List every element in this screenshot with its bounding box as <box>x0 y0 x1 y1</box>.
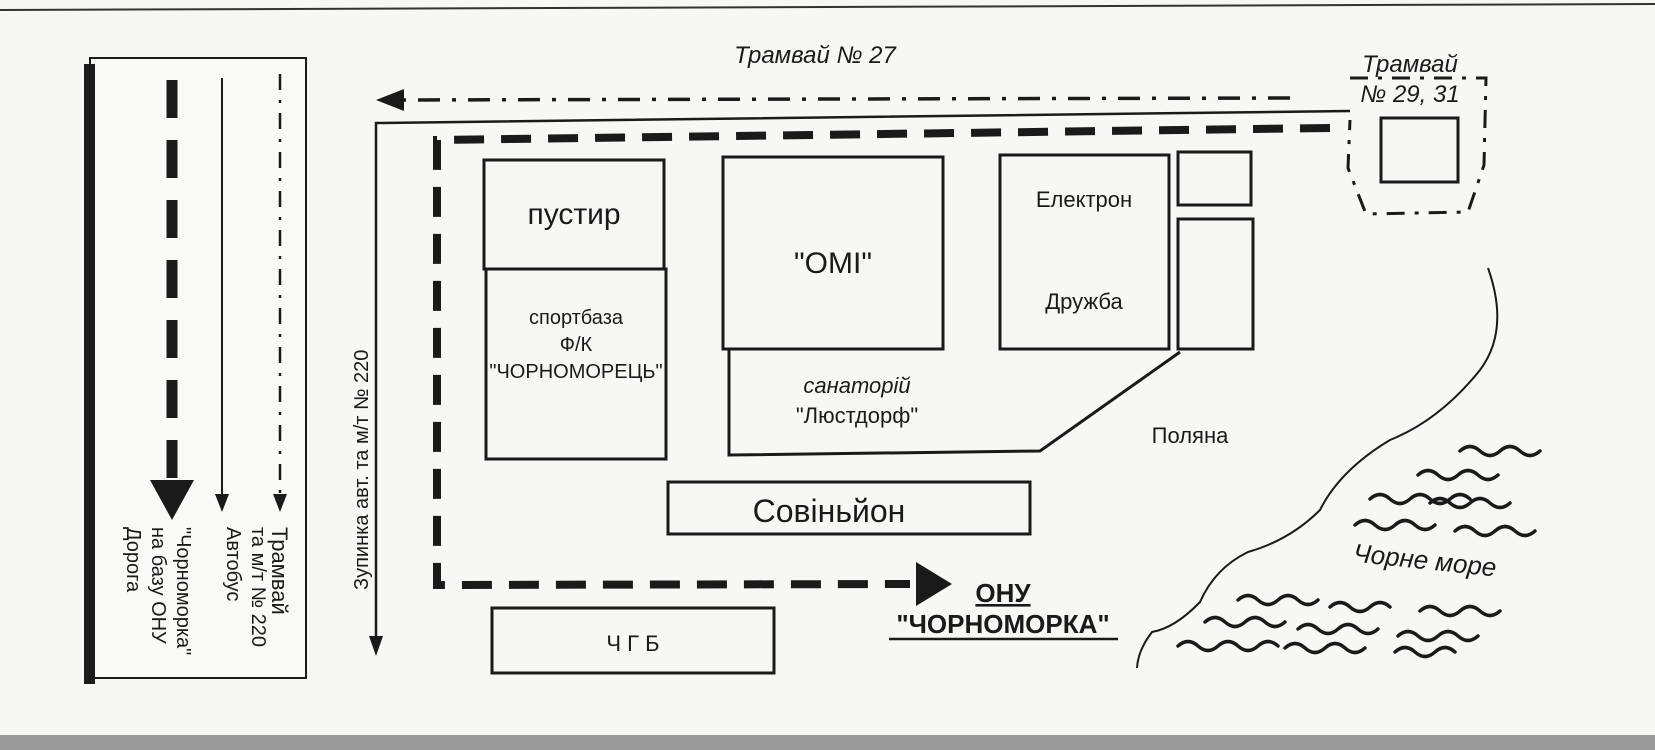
sportbaza-label-1: спортбаза <box>529 307 624 329</box>
tram29-31-loop <box>1346 76 1488 216</box>
elektron-label: Електрон <box>1036 187 1132 212</box>
legend-tram-arrow <box>273 494 287 512</box>
tram29-31-label-1: Трамвай <box>1362 51 1458 78</box>
road-to-base-arrow <box>916 562 952 606</box>
top-edge-line <box>0 3 1655 11</box>
sea-waves <box>1176 444 1542 659</box>
sanatoriy-label-1: санаторій <box>803 373 910 398</box>
legend-frame <box>89 57 307 679</box>
legend-road-arrow <box>150 480 194 520</box>
tram-terminal-box <box>1379 116 1460 184</box>
sanatoriy-label-2: "Люстдорф" <box>796 403 918 428</box>
coastline <box>1136 267 1499 669</box>
chgb-label: Ч Г Б <box>606 631 659 656</box>
legend-road-label-1: Дорога <box>122 527 144 593</box>
legend-tram-label: Трамвай <box>267 527 292 615</box>
elektron-druzhba-rect <box>998 153 1171 351</box>
legend: Дорога на базу ОНУ "Чорноморка" Автобус … <box>84 57 307 684</box>
tram29-31-label-2: № 29, 31 <box>1360 81 1459 108</box>
bus-route-line <box>374 109 1351 640</box>
legend-road-label-2: на базу ОНУ <box>147 527 169 644</box>
chgb-rect <box>490 606 776 675</box>
bus-route-arrow <box>369 636 383 656</box>
tram27-route-line <box>399 96 1291 102</box>
sanatoriy-outline <box>727 349 1181 457</box>
legend-bus-arrow <box>215 494 229 512</box>
sportbaza-label-2: Ф/К <box>560 334 593 356</box>
omi-rect <box>721 155 945 351</box>
sovinyon-label: Совіньйон <box>753 493 906 529</box>
small-building-top <box>1176 150 1253 207</box>
bottom-scan-edge <box>0 735 1655 750</box>
chgb-block: Ч Г Б <box>490 606 776 675</box>
sovinyon-block: Совіньйон <box>666 480 1032 536</box>
druzhba-label: Дружба <box>1045 289 1123 314</box>
destination-label-1: ОНУ <box>975 578 1031 608</box>
legend-bus-label-2: та м/т № 220 <box>247 527 269 647</box>
sportbaza-label-3: "ЧОРНОМОРЕЦЬ" <box>489 361 662 383</box>
legend-bus-label-1: Автобус <box>222 527 244 601</box>
legend-shadow <box>84 64 95 684</box>
bus-stop-label: Зупинка авт. та м/т № 220 <box>351 350 373 590</box>
omi-block: "ОМІ" <box>721 155 945 351</box>
pustyr-label: пустир <box>527 198 620 231</box>
sovinyon-rect <box>666 480 1032 536</box>
pustyr-block: пустир <box>482 158 666 271</box>
omi-label: "ОМІ" <box>794 247 872 280</box>
legend-road-label-3: "Чорноморка" <box>172 527 194 655</box>
sportbaza-rect <box>484 267 668 461</box>
tram27-arrow <box>376 89 404 111</box>
sea-label: Чорне море <box>1352 538 1498 583</box>
destination-label-2: "ЧОРНОМОРКА" <box>896 609 1109 639</box>
polyana-label: Поляна <box>1152 423 1229 448</box>
sanatoriy-block: санаторій "Люстдорф" <box>727 349 1181 457</box>
road-to-base-line <box>433 124 1331 590</box>
elektron-druzhba-block: Електрон Дружба <box>998 153 1171 351</box>
sportbaza-block: спортбаза Ф/К "ЧОРНОМОРЕЦЬ" <box>484 267 668 461</box>
tram27-label: Трамвай № 27 <box>734 42 897 69</box>
small-building-bottom <box>1176 217 1255 351</box>
